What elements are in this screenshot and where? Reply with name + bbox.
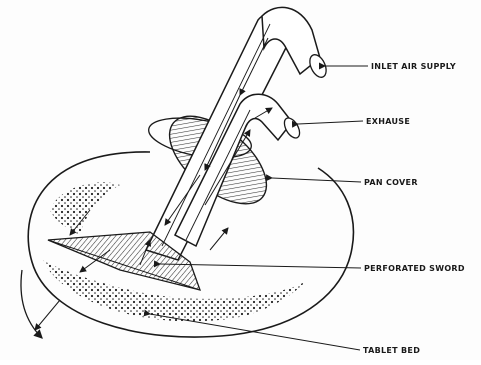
tablet-bed-top [50, 182, 120, 235]
rotation-arrow [21, 270, 42, 338]
label-exhaust: EXHAUSE [366, 117, 410, 126]
pan-cover-leader [272, 178, 361, 182]
exhaust-leader [298, 121, 363, 124]
label-inlet-air-supply: INLET AIR SUPPLY [371, 62, 456, 71]
label-perforated-sword: PERFORATED SWORD [364, 264, 465, 273]
tablet-bed-leader [150, 314, 360, 350]
label-pan-cover: PAN COVER [364, 178, 418, 187]
label-tablet-bed: TABLET BED [363, 346, 420, 355]
